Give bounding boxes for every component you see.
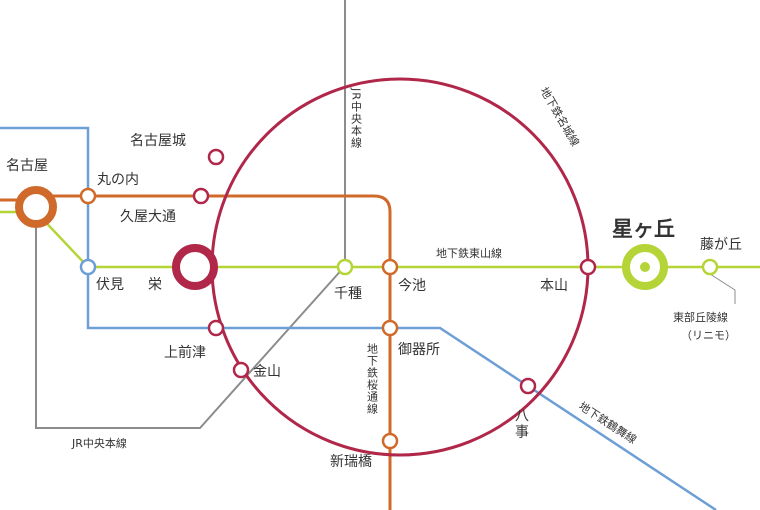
- line-sakuradori-label: 地下鉄桜通線: [366, 343, 379, 415]
- station-hoshigaoka-label: 星ヶ丘: [612, 217, 675, 241]
- station-gokiso-marker[interactable]: [381, 319, 399, 337]
- station-chikusa-label: 千種: [334, 286, 362, 302]
- station-nagoyajo-marker[interactable]: [207, 148, 225, 166]
- station-kanayama-label: 金山: [253, 364, 281, 380]
- station-shinmizuhashi-marker[interactable]: [381, 432, 399, 450]
- station-fujigaoka-marker[interactable]: [701, 258, 719, 276]
- line-higashiyama-label: 地下鉄東山線: [436, 246, 502, 260]
- station-imaike-marker[interactable]: [381, 258, 399, 276]
- station-nagoyajo-label: 名古屋城: [130, 133, 186, 149]
- station-marunouchi-label: 丸の内: [97, 172, 139, 188]
- station-imaike-label: 今池: [398, 278, 426, 294]
- line-linimo-label-2: （リニモ）: [681, 329, 736, 342]
- station-sakae-marker[interactable]: [172, 244, 218, 290]
- station-nagoya-label: 名古屋: [6, 158, 48, 174]
- station-motoyama-label: 本山: [540, 278, 568, 294]
- station-marunouchi-marker[interactable]: [79, 187, 97, 205]
- station-kamimaezu-label: 上前津: [164, 344, 206, 361]
- station-hisaya-marker[interactable]: [192, 187, 210, 205]
- line-linimo-label-1: 東部丘陵線: [673, 310, 728, 324]
- line-jr-upper-label: JR中央本線: [350, 87, 363, 149]
- station-yagoto-label: 八事: [513, 408, 529, 440]
- station-fujigaoka-label: 藤が丘: [700, 237, 742, 253]
- line-jr-lower-label: JR中央本線: [71, 436, 127, 450]
- station-shinmizuhashi-label: 新瑞橋: [330, 454, 372, 470]
- station-kamimaezu-marker[interactable]: [207, 319, 225, 337]
- jr-chuo-line-lower: [35, 205, 346, 429]
- station-yagoto-marker[interactable]: [519, 377, 537, 395]
- station-motoyama-marker[interactable]: [579, 258, 597, 276]
- station-sakae-label: 栄: [148, 277, 162, 293]
- station-hisaya-label: 久屋大通: [120, 209, 176, 225]
- station-fushimi-marker[interactable]: [79, 258, 97, 276]
- linimo-connector: [709, 273, 736, 304]
- station-hoshigaoka-dot: [640, 262, 650, 272]
- line-meijo-label: 地下鉄名城線: [537, 85, 582, 149]
- station-fushimi-label: 伏見: [96, 277, 124, 293]
- station-gokiso-label: 御器所: [398, 342, 440, 358]
- station-nagoya-marker[interactable]: [15, 186, 57, 228]
- station-chikusa-marker[interactable]: [336, 258, 354, 276]
- sakuradori-line: [0, 194, 392, 510]
- station-kanayama-marker[interactable]: [232, 361, 250, 379]
